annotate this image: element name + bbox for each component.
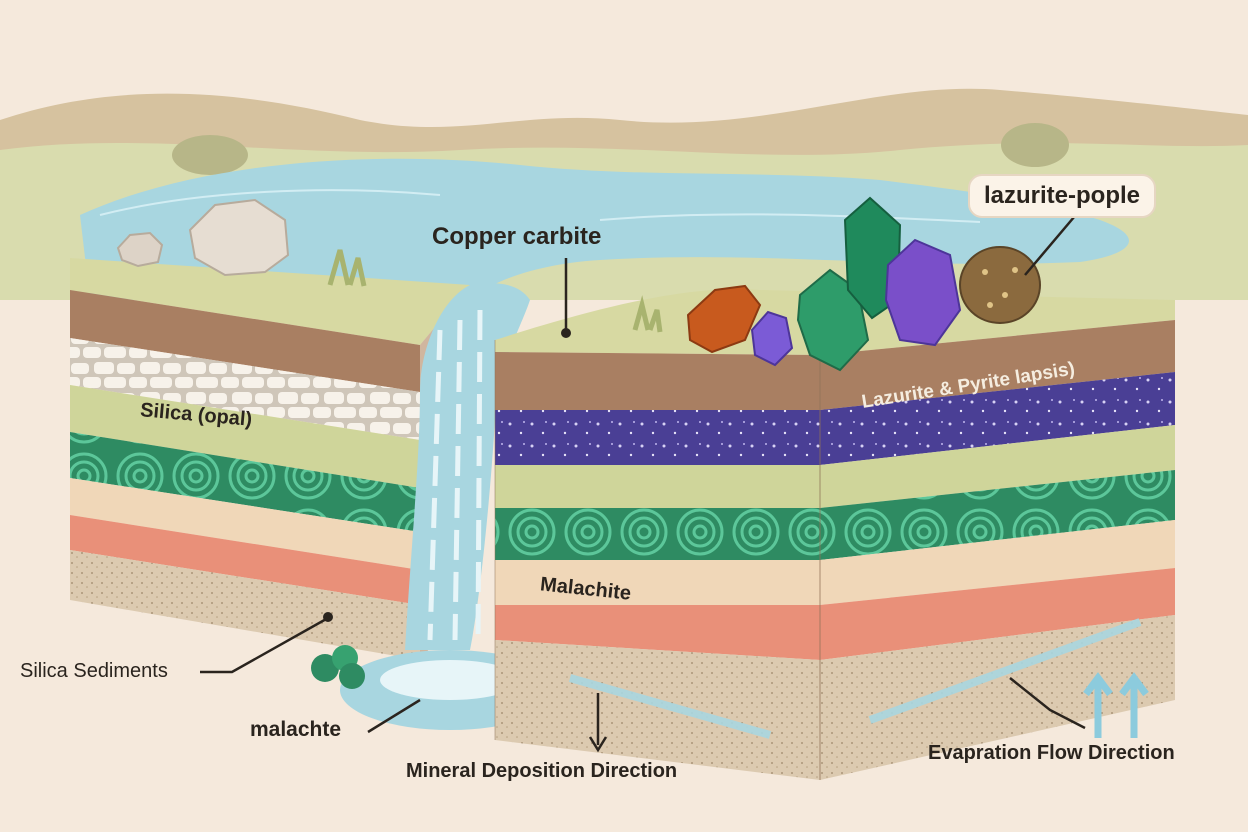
mineral-deposition-label: Mineral Deposition Direction	[406, 760, 678, 782]
silica-sediments-label: Silica Sediments	[20, 660, 168, 682]
copper-carbite-label: Copper carbite	[432, 223, 602, 250]
evaporation-flow-label: Evapration Flow Direction	[928, 742, 1175, 764]
lazurite-pople-label: lazurite-pople	[968, 174, 1157, 218]
malachite-pool-label: malachte	[250, 718, 342, 741]
